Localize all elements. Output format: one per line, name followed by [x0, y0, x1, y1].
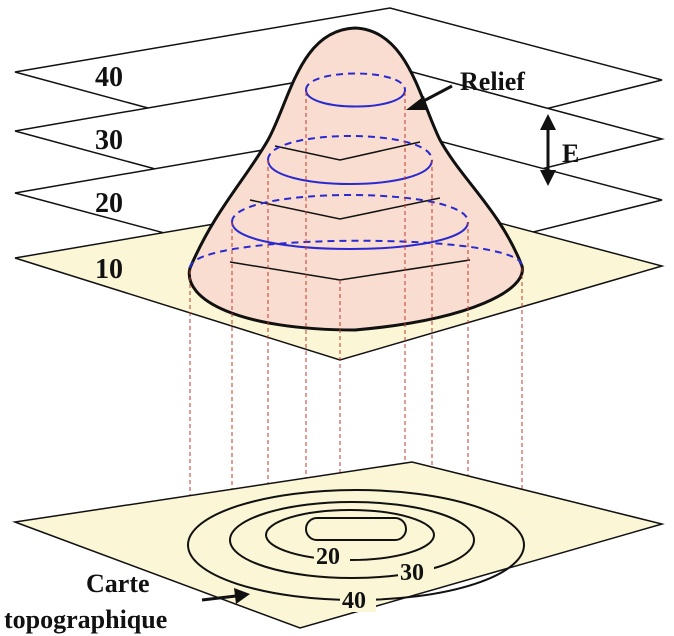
contour-40-front [305, 89, 406, 108]
contour-30-front [267, 159, 433, 185]
relief-shape [187, 26, 524, 332]
map-contour-30 [229, 501, 475, 579]
plane-label-10: 10 [95, 254, 123, 285]
contour-30-back [267, 135, 433, 161]
contour-20-front [231, 221, 469, 250]
relief-label: Relief [460, 67, 525, 96]
plane-20-front-edge [249, 197, 441, 220]
equidistance-label: E [562, 139, 579, 168]
map-label-30: 30 [400, 560, 424, 586]
contour-20-back [231, 194, 469, 223]
map-pointer-arrow [201, 588, 250, 604]
map-label-40: 40 [342, 588, 366, 614]
equidistance-arrow [540, 114, 556, 186]
contour-40-back [305, 72, 406, 91]
map-caption-line1: Carte [86, 569, 150, 598]
relief-pointer-arrow [406, 84, 453, 110]
plane-30-front-edge [274, 141, 421, 161]
map-label-20: 20 [316, 544, 340, 570]
map-caption-line2: topographique [4, 605, 167, 634]
plane-label-30: 30 [95, 125, 123, 156]
plane-label-40: 40 [95, 62, 123, 93]
map-contour-top [305, 517, 407, 541]
plane-label-20: 20 [95, 188, 123, 219]
contour-10-back [189, 239, 523, 269]
